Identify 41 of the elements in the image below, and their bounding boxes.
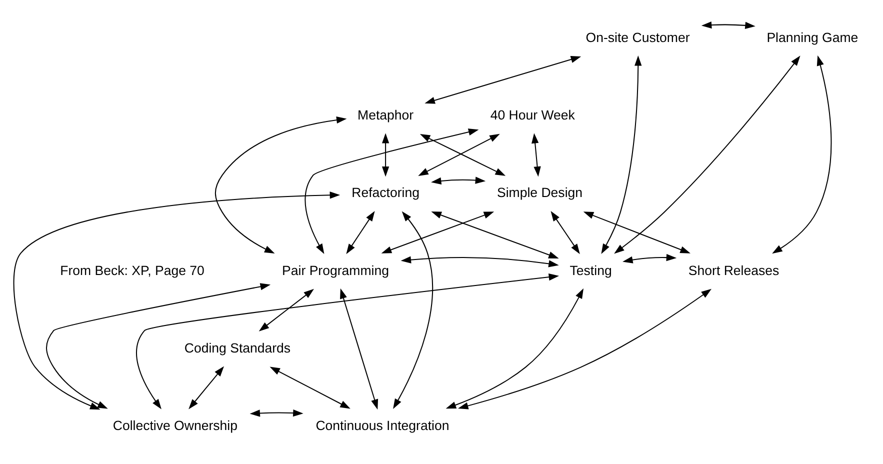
arrow — [445, 288, 584, 408]
arrow — [772, 54, 832, 254]
arrow — [582, 211, 690, 253]
arrow — [136, 273, 559, 409]
arrow — [346, 210, 374, 254]
arrow — [214, 116, 346, 253]
arrow — [430, 211, 558, 258]
node-text: Pair Programming — [282, 262, 388, 278]
label: From Beck: XP, Page 70 — [60, 262, 204, 278]
node-text: Short Releases — [688, 262, 779, 278]
node-text: 40 Hour Week — [490, 107, 574, 122]
node-text: Planning Game — [766, 29, 858, 44]
arrow — [380, 211, 494, 253]
arrow — [424, 55, 581, 104]
node-text: Continuous Integration — [315, 418, 449, 433]
arrow — [550, 210, 580, 254]
arrow — [258, 288, 314, 331]
node-text: Testing — [569, 262, 612, 278]
arrow — [600, 55, 642, 254]
arrow — [614, 55, 800, 254]
node-text: On-site Customer — [585, 29, 690, 44]
arrow — [622, 253, 676, 263]
arrow — [12, 191, 340, 410]
node-text: Coding Standards — [184, 340, 290, 355]
arrow — [400, 256, 558, 267]
node-text: Simple Design — [496, 184, 582, 200]
arrow — [531, 132, 540, 176]
node-text: Metaphor — [357, 107, 414, 122]
arrow — [457, 288, 711, 409]
node-text: Refactoring — [351, 184, 419, 200]
arrow — [381, 132, 389, 176]
node-text: Collective Ownership — [112, 418, 237, 433]
arrow — [269, 366, 350, 408]
arrow — [304, 128, 478, 254]
arrow — [430, 176, 486, 184]
arrow — [392, 210, 432, 409]
arrow — [46, 282, 270, 408]
arrow — [188, 366, 224, 409]
arrow — [700, 20, 755, 28]
arrow — [249, 408, 303, 416]
arrow — [340, 288, 378, 410]
